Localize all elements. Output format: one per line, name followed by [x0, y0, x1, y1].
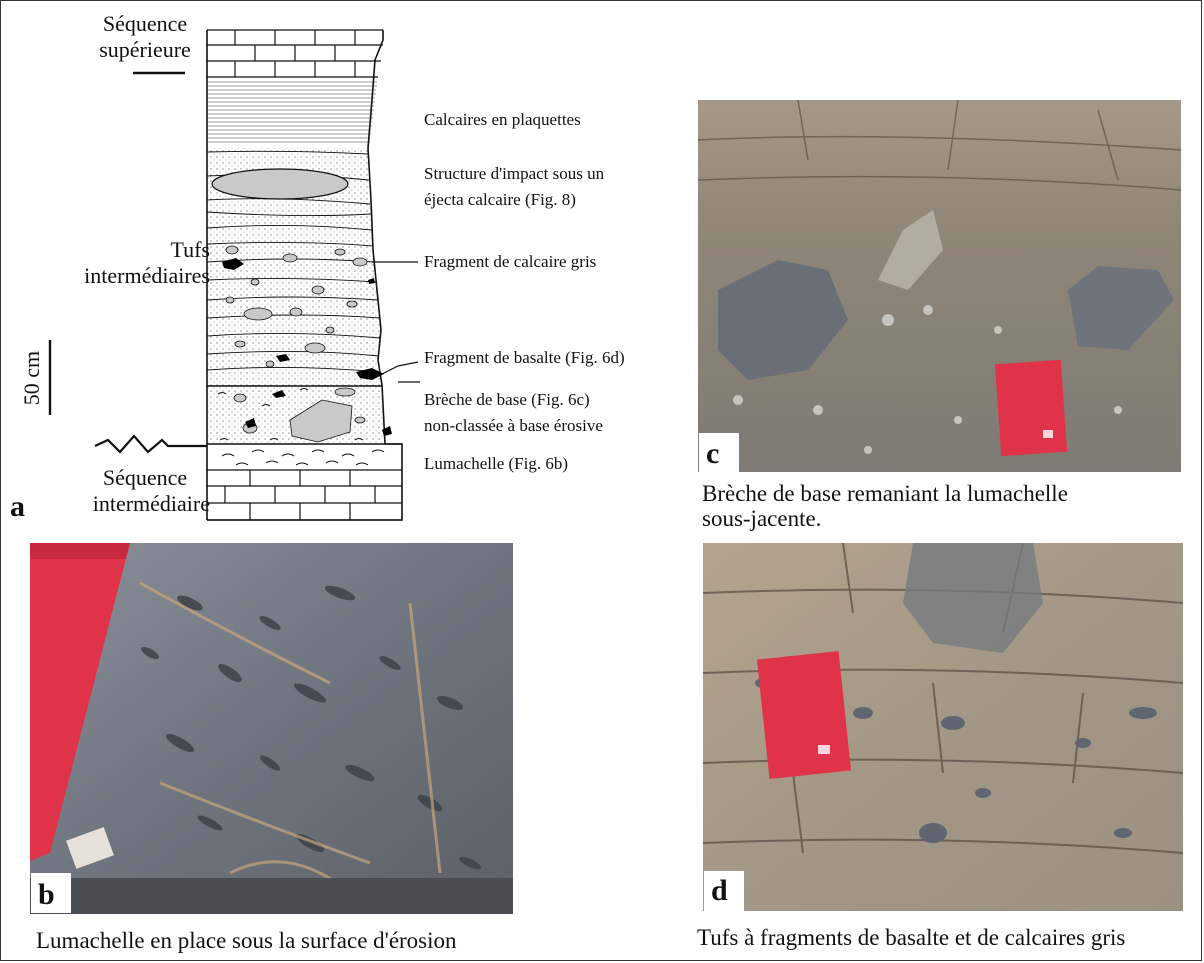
tufs-line1: Tufs	[170, 237, 210, 262]
panel-c-caption-1: Brèche de base remaniant la lumachelle	[702, 481, 1068, 506]
note-lumachelle: Lumachelle (Fig. 6b)	[424, 454, 568, 473]
panel-b-letter: b	[38, 878, 55, 911]
stratigraphic-column	[48, 29, 420, 521]
note-breche-2: non-classée à base érosive	[424, 416, 603, 435]
panel-c-photo	[698, 100, 1181, 472]
panel-d-caption: Tufs à fragments de basalte et de calcai…	[697, 925, 1126, 950]
seq-int-line2: intermédiaire	[92, 491, 210, 516]
basalt-spots	[755, 678, 1157, 843]
tan-clast-center	[878, 210, 943, 290]
platy-limestone	[207, 81, 377, 143]
lumachelle-shells	[221, 449, 385, 466]
seq-int-line1: Séquence	[102, 465, 188, 490]
shell-fragments	[141, 585, 482, 870]
note-structure-1: Structure d'impact sous un	[424, 164, 605, 183]
seq-sup-line2: supérieure	[99, 37, 191, 62]
note-fragment-basalte: Fragment de basalte (Fig. 6d)	[424, 348, 625, 367]
grey-clasts	[225, 245, 368, 443]
zigzag-boundary-mark	[94, 434, 207, 454]
scale-label: 50 cm	[19, 350, 44, 406]
limestone-base	[207, 470, 402, 521]
seq-sup-line1: Séquence	[102, 11, 188, 36]
notebook-red-d	[756, 651, 852, 779]
panel-b-caption: Lumachelle en place sous la surface d'ér…	[36, 928, 457, 953]
tuff-body	[207, 148, 382, 385]
panel-c-letter: c	[706, 437, 720, 470]
panel-c-caption-2: sous-jacente.	[702, 506, 822, 531]
note-fragment-gris: Fragment de calcaire gris	[424, 252, 597, 271]
panel-d-letter-box	[704, 871, 744, 911]
tufs-line2: intermédiaires	[84, 263, 210, 288]
ejecta-block	[211, 168, 349, 200]
notebook-red-c	[994, 359, 1068, 457]
dark-zone	[903, 543, 1043, 653]
basalt-fragments	[222, 258, 392, 436]
leader-lines	[372, 261, 420, 383]
note-structure-2: éjecta calcaire (Fig. 8)	[424, 190, 576, 209]
grey-block-left	[718, 260, 848, 380]
limestone-top	[207, 29, 383, 78]
panel-b-letter-box	[31, 873, 71, 913]
panel-b-photo	[30, 543, 513, 914]
note-calcaires: Calcaires en plaquettes	[424, 110, 581, 129]
panel-c-letter-box	[699, 433, 739, 473]
note-breche-1: Brèche de base (Fig. 6c)	[424, 390, 590, 409]
panel-d-letter: d	[711, 874, 728, 907]
breccia-shells	[217, 388, 364, 441]
panel-d-photo	[703, 543, 1183, 911]
panel-a-letter: a	[10, 490, 25, 523]
grey-block-right	[1068, 266, 1174, 350]
notebook-red	[30, 543, 130, 861]
